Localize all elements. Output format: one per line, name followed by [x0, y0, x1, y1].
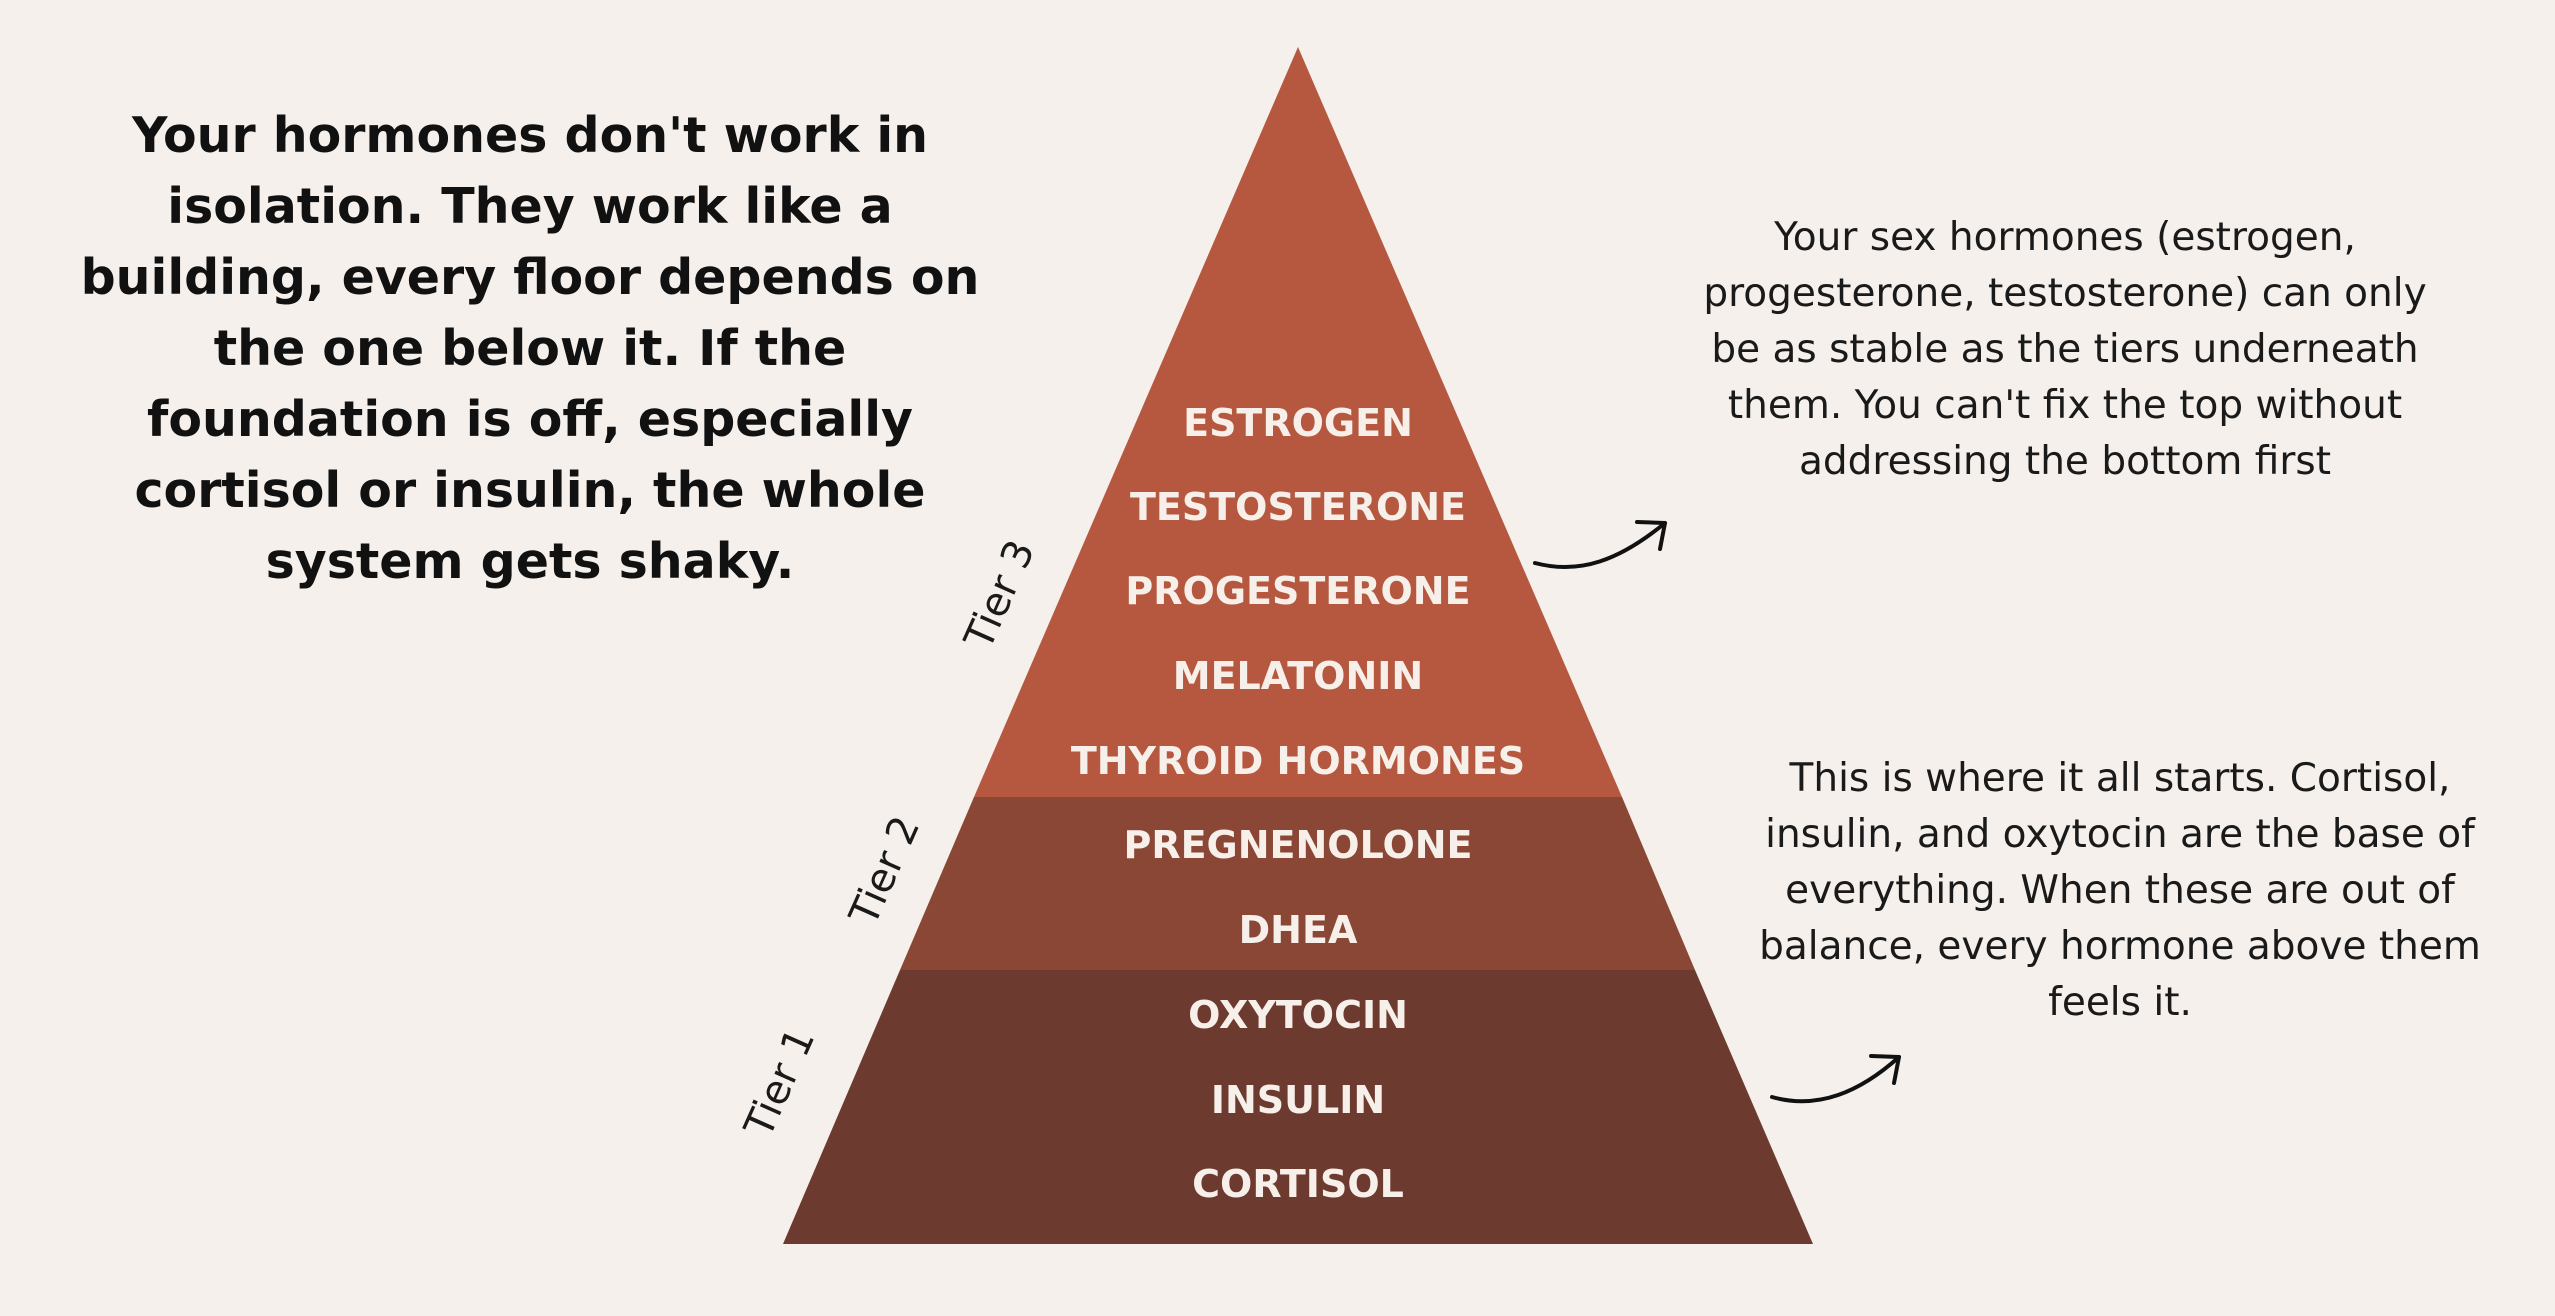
tier-1-band: [783, 970, 1813, 1244]
hormone-insulin: INSULIN: [1211, 1078, 1385, 1122]
hormone-progesterone: PROGESTERONE: [1125, 569, 1470, 613]
hormone-oxytocin: OXYTOCIN: [1188, 993, 1408, 1037]
tier-1-label: Tier 1: [736, 1021, 825, 1144]
hormone-thyroid-hormones: THYROID HORMONES: [1071, 739, 1525, 783]
hormone-testosterone: TESTOSTERONE: [1130, 485, 1466, 529]
tier-3-label: Tier 3: [956, 533, 1045, 656]
hormone-estrogen: ESTROGEN: [1183, 401, 1413, 445]
hormone-melatonin: MELATONIN: [1173, 654, 1423, 698]
tier-3-band: [974, 47, 1622, 797]
arrow-to-bottom-note: [1770, 1054, 1901, 1104]
hormone-cortisol: CORTISOL: [1192, 1162, 1404, 1206]
hormone-pregnenolone: PREGNENOLONE: [1123, 823, 1472, 867]
intro-text: Your hormones don't work in isolation. T…: [80, 107, 980, 590]
arrow-to-top-note: [1533, 520, 1667, 570]
tier-2-label: Tier 2: [841, 809, 930, 932]
tier-2-band: [900, 797, 1695, 970]
note-sex-hormones: Your sex hormones (estrogen, progesteron…: [1703, 215, 2427, 484]
note-foundation: This is where it all starts. Cortisol, i…: [1759, 756, 2481, 1025]
hormone-dhea: DHEA: [1239, 908, 1358, 952]
